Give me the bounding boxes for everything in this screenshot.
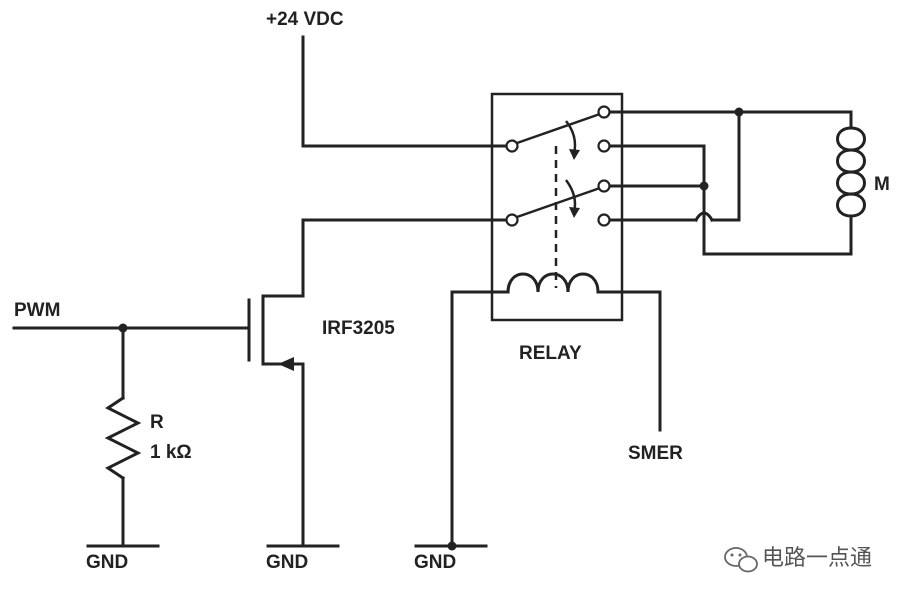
wechat-icon	[724, 547, 758, 573]
terminal-no2	[597, 179, 611, 193]
motor-coil	[836, 126, 866, 240]
motor-junction-top-dot	[734, 107, 744, 117]
relay-label: RELAY	[519, 343, 582, 364]
supply-wire	[301, 35, 510, 148]
pwm-label: PWM	[14, 300, 60, 321]
gnd-relay-junction-dot	[447, 541, 457, 551]
terminal-no1	[597, 105, 611, 119]
terminal-c1	[505, 139, 519, 153]
smer-label: SMER	[628, 443, 683, 464]
gnd-left-label: GND	[86, 552, 128, 573]
watermark-text: 电路一点通	[762, 546, 872, 571]
supply-label: +24 VDC	[266, 9, 344, 30]
motor-junction-mid-dot	[699, 181, 709, 191]
resistor	[104, 326, 142, 548]
gnd-relay-label: GND	[414, 552, 456, 573]
resistor-name: R	[150, 412, 164, 433]
mosfet	[247, 218, 510, 548]
relay-coil	[450, 272, 662, 548]
relay-box	[490, 92, 624, 322]
terminal-nc1	[597, 139, 611, 153]
terminal-nc2	[597, 213, 611, 227]
relay-contacts	[516, 112, 601, 288]
gnd-mosfet-label: GND	[266, 552, 308, 573]
mosfet-label: IRF3205	[322, 318, 395, 339]
motor-wiring	[608, 110, 853, 256]
resistor-value: 1 kΩ	[150, 442, 192, 463]
relay-terminals	[505, 105, 611, 227]
motor-label: M	[874, 174, 890, 195]
terminal-c2	[505, 213, 519, 227]
